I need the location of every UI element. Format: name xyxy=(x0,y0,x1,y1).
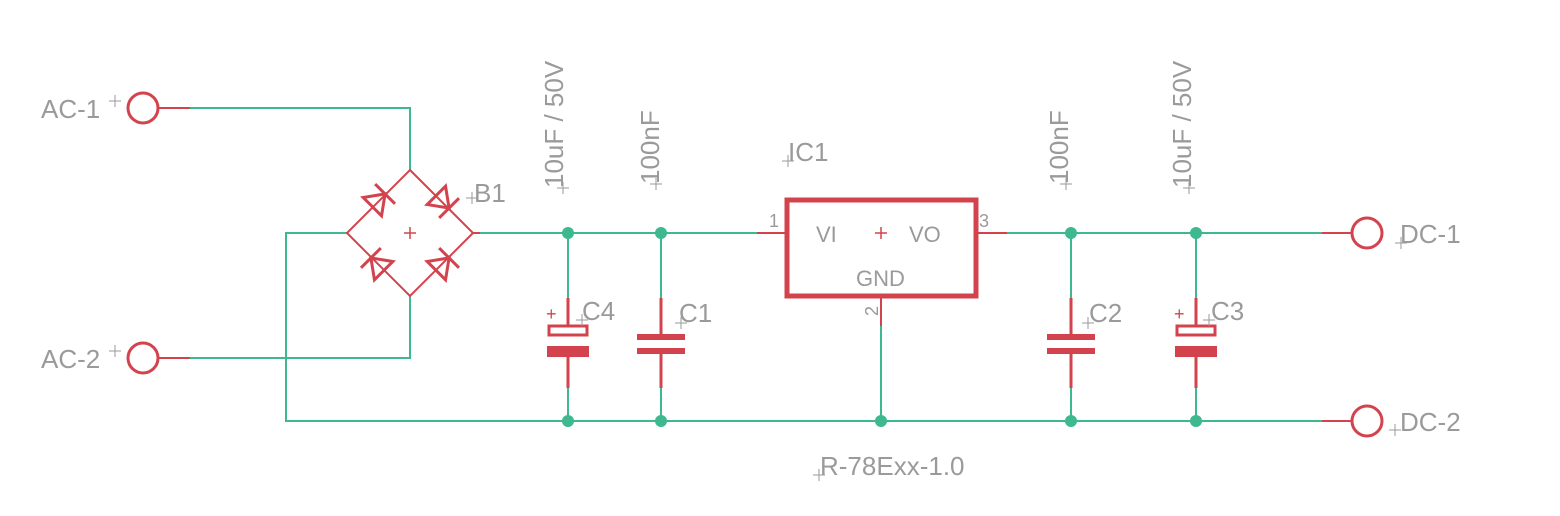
origin-mark xyxy=(1203,314,1215,326)
origin-mark xyxy=(466,192,478,204)
junction-dot xyxy=(562,227,574,239)
capacitor-plate xyxy=(1175,346,1217,357)
junction-dot xyxy=(1065,227,1077,239)
capacitor-value-c1: 100nF xyxy=(635,110,665,184)
capacitor-label-c2: C2 xyxy=(1089,298,1122,328)
connector-dc2[interactable]: DC-2 xyxy=(1322,404,1461,438)
origin-mark xyxy=(576,314,588,326)
connector-label-ac1: AC-1 xyxy=(41,94,100,124)
origin-mark xyxy=(404,227,416,239)
pin-label-vo: VO xyxy=(909,222,941,247)
capacitor-label-c3: C3 xyxy=(1211,296,1244,326)
wires xyxy=(162,107,1322,422)
capacitor-c4[interactable]: + C4 10uF / 50V xyxy=(539,60,615,388)
polarity-mark: + xyxy=(1174,304,1185,324)
junction-dot xyxy=(1190,227,1202,239)
origin-mark xyxy=(1082,317,1094,329)
junction-dot xyxy=(1065,415,1077,427)
junction-dot xyxy=(655,227,667,239)
origin-mark xyxy=(650,178,662,190)
junction-dot xyxy=(875,415,887,427)
origin-mark xyxy=(1183,182,1195,194)
junctions xyxy=(562,227,1202,427)
capacitor-plate xyxy=(1047,334,1095,340)
origin-mark xyxy=(1060,178,1072,190)
capacitor-plate xyxy=(547,346,589,357)
origin-mark xyxy=(109,95,121,107)
junction-dot xyxy=(1190,415,1202,427)
capacitor-c3[interactable]: + C3 10uF / 50V xyxy=(1167,60,1244,388)
connector-ac1[interactable]: AC-1 xyxy=(41,91,190,125)
regulator-label: IC1 xyxy=(788,137,828,167)
capacitor-c2[interactable]: C2 100nF xyxy=(1044,110,1122,388)
connector-pad xyxy=(126,341,160,375)
pin-number-2: 2 xyxy=(862,306,882,316)
connector-pad xyxy=(1350,404,1384,438)
bridge-label: B1 xyxy=(474,178,506,208)
polarity-mark: + xyxy=(546,304,557,324)
capacitor-plate-outline xyxy=(547,324,589,337)
bridge-rectifier[interactable]: B1 xyxy=(345,168,506,298)
junction-dot xyxy=(655,415,667,427)
diode-icon xyxy=(360,182,397,219)
capacitor-value-c3: 10uF / 50V xyxy=(1167,60,1197,188)
connector-label-ac2: AC-2 xyxy=(41,344,100,374)
diode-icon xyxy=(424,246,461,283)
regulator-ic1[interactable]: VI VO GND 1 3 2 IC1 R-78Exx-1.0 xyxy=(757,137,1007,481)
regulator-value: R-78Exx-1.0 xyxy=(820,451,965,481)
origin-mark xyxy=(675,317,687,329)
capacitor-label-c4: C4 xyxy=(582,296,615,326)
connector-pad xyxy=(1350,216,1384,250)
capacitor-c1[interactable]: C1 100nF xyxy=(635,110,712,388)
connector-dc1[interactable]: DC-1 xyxy=(1322,216,1461,250)
origin-mark xyxy=(109,345,121,357)
connector-ac2[interactable]: AC-2 xyxy=(41,341,190,375)
origin-mark xyxy=(1395,237,1407,249)
pin-number-1: 1 xyxy=(769,211,779,231)
pin-label-vi: VI xyxy=(816,222,837,247)
capacitor-plate xyxy=(1047,348,1095,354)
net-ac2[interactable] xyxy=(162,296,411,359)
origin-mark xyxy=(782,155,794,167)
capacitor-plate-outline xyxy=(1175,324,1217,337)
net-ac1[interactable] xyxy=(162,107,411,170)
connector-pad xyxy=(126,91,160,125)
bridge-outline xyxy=(345,168,475,298)
capacitor-value-c2: 100nF xyxy=(1044,110,1074,184)
connector-label-dc2: DC-2 xyxy=(1400,407,1461,437)
pin-number-3: 3 xyxy=(979,211,989,231)
pin-label-gnd: GND xyxy=(856,266,905,291)
capacitor-plate xyxy=(637,348,685,354)
origin-mark xyxy=(557,182,569,194)
origin-mark xyxy=(1389,424,1401,436)
origin-mark xyxy=(875,227,887,239)
diode-icon xyxy=(359,246,396,283)
capacitor-label-c1: C1 xyxy=(679,298,712,328)
capacitor-value-c4: 10uF / 50V xyxy=(539,60,569,188)
diode-icon xyxy=(424,183,461,220)
net-gnd-left[interactable] xyxy=(285,232,568,422)
connector-label-dc1: DC-1 xyxy=(1400,219,1461,249)
junction-dot xyxy=(562,415,574,427)
origin-mark xyxy=(813,469,825,481)
capacitor-plate xyxy=(637,334,685,340)
